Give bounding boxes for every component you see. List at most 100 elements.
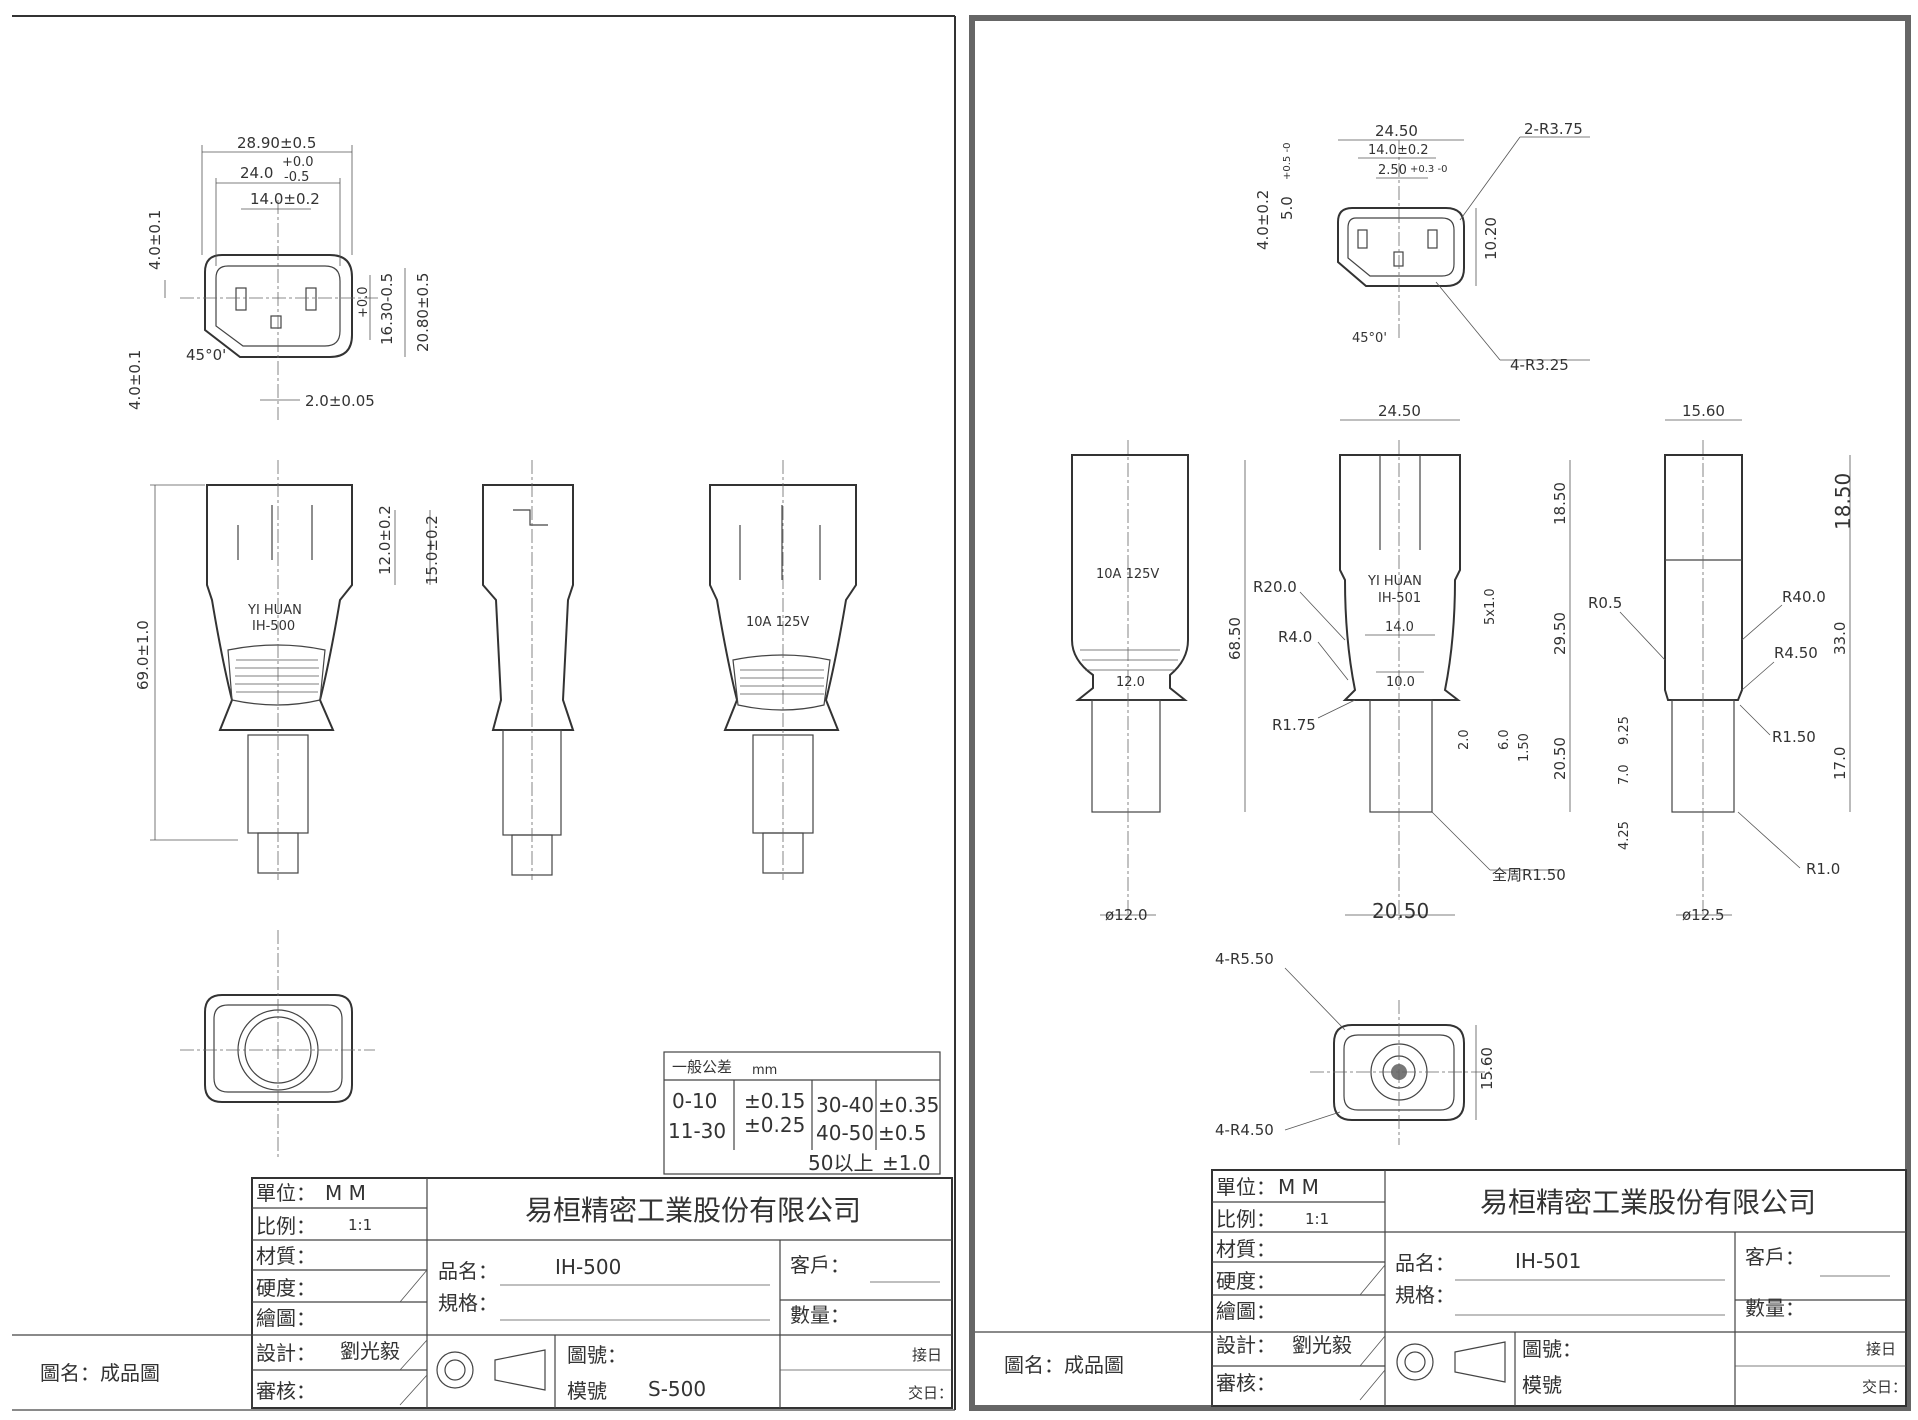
r-dim-r40: R40.0 xyxy=(1782,588,1826,606)
review-label-right: 審核： xyxy=(1216,1371,1276,1395)
side-view-right-b: 15.60 18.50 33.0 17.0 R0.5 R40.0 R4.50 R… xyxy=(1588,402,1855,924)
r-dim-pin-gap-tol: +0.3 -0 xyxy=(1410,164,1447,175)
scale-value-left: 1:1 xyxy=(348,1216,372,1234)
drawn-label-right: 繪圖： xyxy=(1216,1299,1276,1323)
hardness-label-left: 硬度： xyxy=(256,1276,316,1300)
tolerance-unit: mm xyxy=(752,1063,777,1078)
r-dim-r4: R4.0 xyxy=(1278,628,1312,646)
marking-brand-right: YI HUAN xyxy=(1367,574,1422,589)
r-dim-w-pins: 14.0±0.2 xyxy=(1368,143,1429,158)
dim-w-total: 28.90±0.5 xyxy=(237,134,316,152)
material-label-right: 材質： xyxy=(1216,1237,1276,1261)
product-left: IH-500 xyxy=(555,1255,621,1279)
deliver-label-left: 交日： xyxy=(908,1384,953,1402)
drawing-no-label-right: 圖號： xyxy=(1522,1337,1582,1361)
r-dim-r550: 4-R5.50 xyxy=(1215,950,1274,968)
scale-label-right: 比例： xyxy=(1216,1207,1276,1231)
designer-right: 劉光毅 xyxy=(1292,1333,1352,1357)
r-dim-len-total: 68.50 xyxy=(1226,617,1244,660)
r-dim-r450: R4.50 xyxy=(1774,644,1818,662)
scale-value-right: 1:1 xyxy=(1305,1210,1329,1228)
r-dim-pin-gap: 2.50 xyxy=(1378,163,1407,178)
company-right: 易桓精密工業股份有限公司 xyxy=(1480,1186,1816,1219)
unit-value-left: M M xyxy=(325,1181,366,1205)
r-dim-d150: 1.50 xyxy=(1517,733,1532,762)
company-left: 易桓精密工業股份有限公司 xyxy=(525,1194,861,1227)
projection-symbol-left xyxy=(436,1349,546,1391)
qty-label-left: 數量： xyxy=(790,1303,850,1327)
r-dim-d2: 2.0 xyxy=(1457,729,1472,750)
tol-val-1: ±0.15 xyxy=(744,1089,805,1113)
front-view-right: YI HUAN IH-501 24.50 68.50 18.50 29.50 2… xyxy=(1226,402,1571,923)
r-dim-d70: 7.0 xyxy=(1617,764,1632,785)
projection-symbol-right xyxy=(1396,1341,1506,1383)
material-label-left: 材質： xyxy=(256,1244,316,1268)
end-view-right: 4-R5.50 4-R4.50 15.60 xyxy=(1215,950,1496,1145)
tol-range-4: 40-50 xyxy=(816,1121,874,1145)
deliver-label-right: 交日： xyxy=(1862,1378,1907,1396)
r-dim-h-total: 10.20 xyxy=(1482,217,1500,260)
r-dim-h1560: 15.60 xyxy=(1478,1047,1496,1090)
drawing-name-right: 圖名：成品圖 xyxy=(1004,1353,1124,1377)
r-dim-r20: R20.0 xyxy=(1253,578,1297,596)
dim-pin-h1: 12.0±0.2 xyxy=(376,505,394,575)
r-dim-dia125: ø12.5 xyxy=(1682,906,1725,924)
dim-pin-off-top: 4.0±0.1 xyxy=(146,210,164,270)
right-sheet: 24.50 14.0±0.2 2.50 +0.3 -0 2-R3.75 4.0±… xyxy=(969,15,1911,1411)
design-label-left: 設計： xyxy=(256,1341,316,1365)
title-block-right: 單位： M M 比例： 1:1 材質： 硬度： 繪圖： 設計： 劉光毅 審核： … xyxy=(975,1169,1907,1407)
title-block-left: 單位： M M 比例： 1:1 材質： 硬度： 繪圖： 設計： 劉光毅 審核： … xyxy=(12,1177,953,1409)
receive-label-right: 接日 xyxy=(1866,1340,1896,1358)
drawn-label-left: 繪圖： xyxy=(256,1306,316,1330)
unit-label-left: 單位： xyxy=(256,1181,316,1205)
r-dim-d425: 4.25 xyxy=(1617,821,1632,850)
tolerance-title: 一般公差 xyxy=(672,1058,732,1076)
spec-label-right: 規格： xyxy=(1395,1283,1455,1307)
hardness-label-right: 硬度： xyxy=(1216,1269,1276,1293)
r-dim-mid-h: 29.50 xyxy=(1551,612,1569,655)
dim-chamfer: 45°0' xyxy=(186,346,226,364)
product-label-right: 品名： xyxy=(1395,1251,1455,1275)
qty-label-right: 數量： xyxy=(1745,1296,1805,1320)
spec-label-left: 規格： xyxy=(438,1291,498,1315)
tol-range-2: 11-30 xyxy=(668,1119,726,1143)
back-view: 10A 125V xyxy=(709,460,857,880)
marking-brand-left: YI HUAN xyxy=(247,603,302,618)
dim-pin-off-bot: 4.0±0.1 xyxy=(126,350,144,410)
tol-range-3: 30-40 xyxy=(816,1093,874,1117)
tol-range-1: 0-10 xyxy=(672,1089,717,1113)
scale-label-left: 比例： xyxy=(256,1214,316,1238)
product-right: IH-501 xyxy=(1515,1249,1581,1273)
r-dim-pin-off: 4.0±0.2 xyxy=(1254,190,1272,250)
rating-left: 10A 125V xyxy=(746,615,809,630)
r-dim-w10: 10.0 xyxy=(1386,675,1415,690)
product-label-left: 品名： xyxy=(438,1259,498,1283)
r-dim-pin-len: 5.0 xyxy=(1278,196,1296,220)
dim-w-inner-tol-plus: +0.0 xyxy=(282,155,314,170)
dim-w-inner-tol-minus: -0.5 xyxy=(284,170,309,185)
dim-h-total: 20.80±0.5 xyxy=(414,273,432,352)
drawing-no-label-left: 圖號： xyxy=(567,1343,627,1367)
side-view xyxy=(482,460,575,880)
dim-pin-h2: 15.0±0.2 xyxy=(423,515,441,585)
top-view: 28.90±0.5 24.0 +0.0 -0.5 14.0±0.2 4.0±0.… xyxy=(126,134,432,420)
r-dim-all-r: 全周R1.50 xyxy=(1492,866,1566,884)
tolerance-table: 一般公差 mm 0-10 ±0.15 11-30 ±0.25 30-40 ±0.… xyxy=(663,1051,941,1175)
top-view-right: 24.50 14.0±0.2 2.50 +0.3 -0 2-R3.75 4.0±… xyxy=(1254,120,1590,374)
r-dim-corner-r: 2-R3.75 xyxy=(1524,120,1583,138)
tol-val-2: ±0.25 xyxy=(744,1113,805,1137)
r-dim-d925: 9.25 xyxy=(1617,716,1632,745)
r-dim-r150: R1.50 xyxy=(1772,728,1816,746)
r-dim-chamfer: 45°0' xyxy=(1352,331,1387,346)
r-dim-top-h: 18.50 xyxy=(1551,482,1569,525)
marking-model-left: IH-500 xyxy=(252,619,295,634)
unit-value-right: M M xyxy=(1278,1175,1319,1199)
marking-model-right: IH-501 xyxy=(1378,591,1421,606)
mold-label-right: 模號 xyxy=(1522,1373,1562,1397)
front-view: YI HUAN IH-500 69.0±1.0 12.0±0.2 15.0±0.… xyxy=(134,460,441,880)
r-dim-corner-r2: 4-R3.25 xyxy=(1510,356,1569,374)
r-dim-slot: 5x1.0 xyxy=(1483,588,1498,625)
left-sheet: 28.90±0.5 24.0 +0.0 -0.5 14.0±0.2 4.0±0.… xyxy=(12,15,956,1411)
r-dim-side-bot: 17.0 xyxy=(1831,747,1849,780)
